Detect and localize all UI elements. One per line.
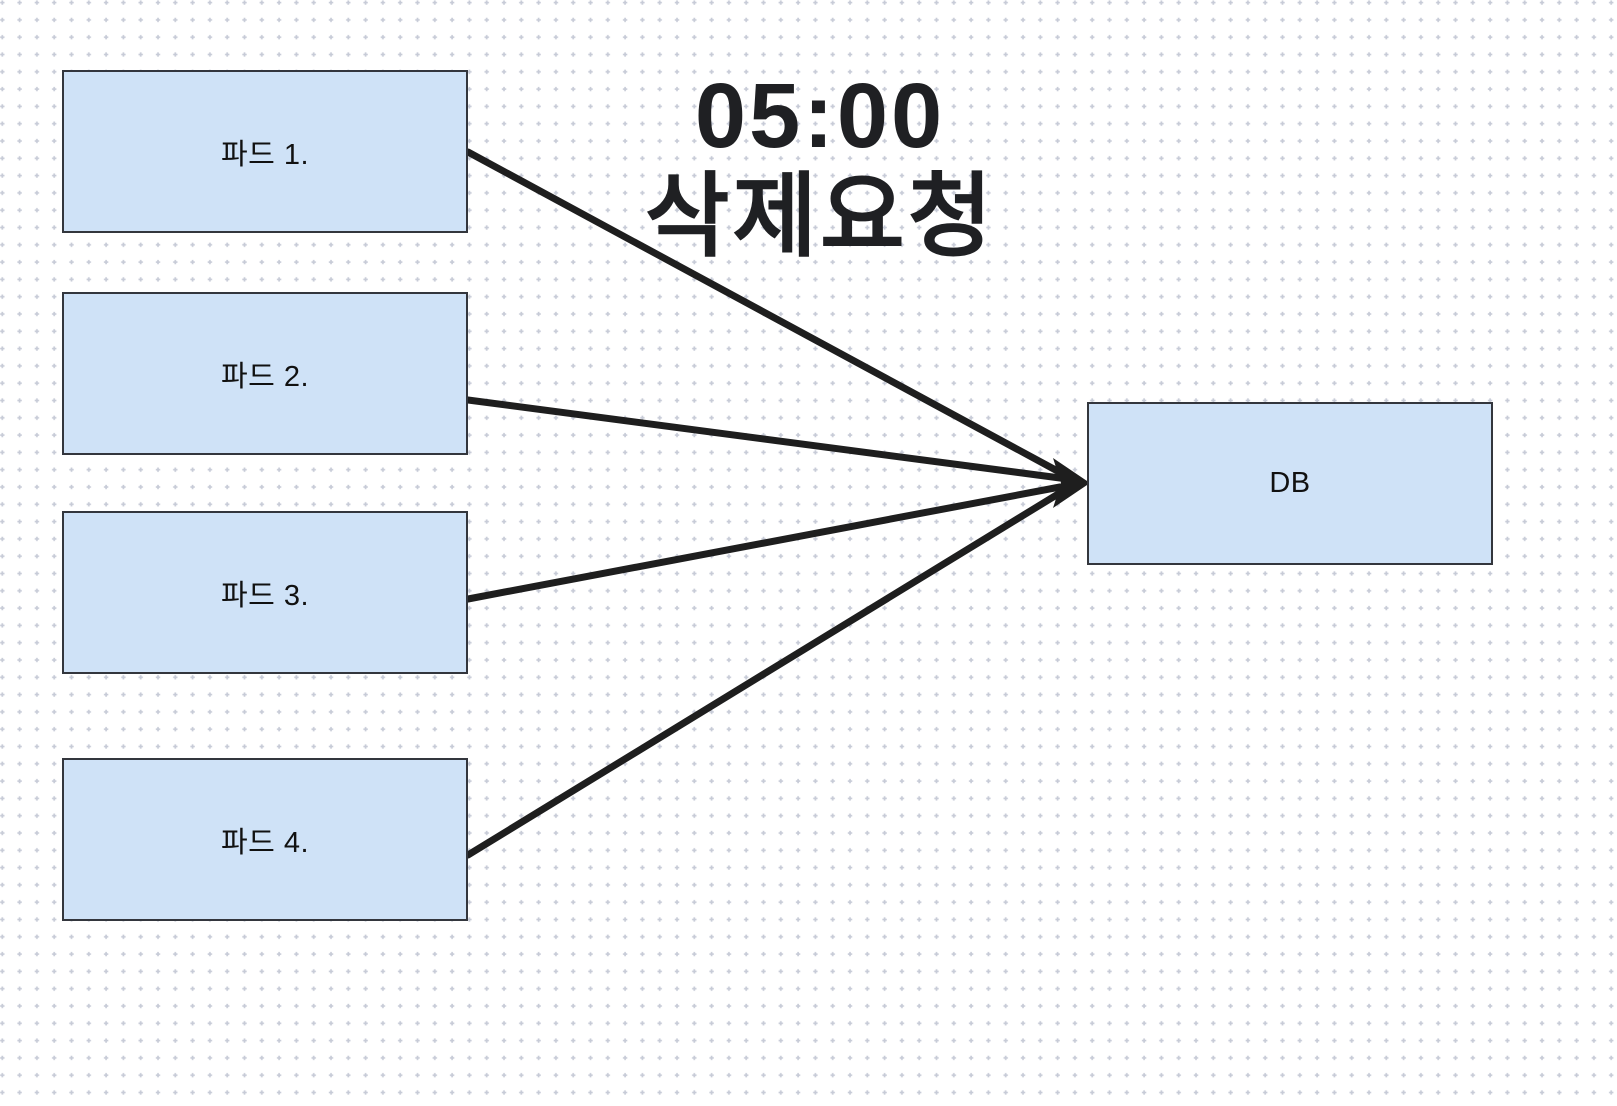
edge-pod1-db[interactable] bbox=[464, 148, 1067, 478]
title-line-time: 05:00 bbox=[694, 65, 946, 167]
edge-pod3-db[interactable] bbox=[464, 483, 1064, 603]
node-db-label: DB bbox=[1269, 467, 1311, 499]
arrow-head-icon bbox=[1053, 458, 1090, 508]
node-pod-3-label: 파드 3. bbox=[220, 579, 310, 612]
node-pod-1-label: 파드 1. bbox=[220, 138, 310, 171]
edge-pod2-db[interactable] bbox=[464, 396, 1064, 482]
node-pod-4[interactable]: 파드 4. bbox=[62, 758, 468, 921]
node-db[interactable]: DB bbox=[1087, 402, 1493, 565]
node-pod-1[interactable]: 파드 1. bbox=[62, 70, 468, 233]
node-pod-3[interactable]: 파드 3. bbox=[62, 511, 468, 674]
diagram-title[interactable]: 05:00 삭제요청 bbox=[580, 65, 1060, 269]
node-pod-2-label: 파드 2. bbox=[220, 360, 310, 393]
edge-pod4-db[interactable] bbox=[464, 487, 1067, 859]
title-line-text: 삭제요청 bbox=[644, 166, 996, 269]
node-pod-2[interactable]: 파드 2. bbox=[62, 292, 468, 455]
node-pod-4-label: 파드 4. bbox=[220, 826, 310, 859]
